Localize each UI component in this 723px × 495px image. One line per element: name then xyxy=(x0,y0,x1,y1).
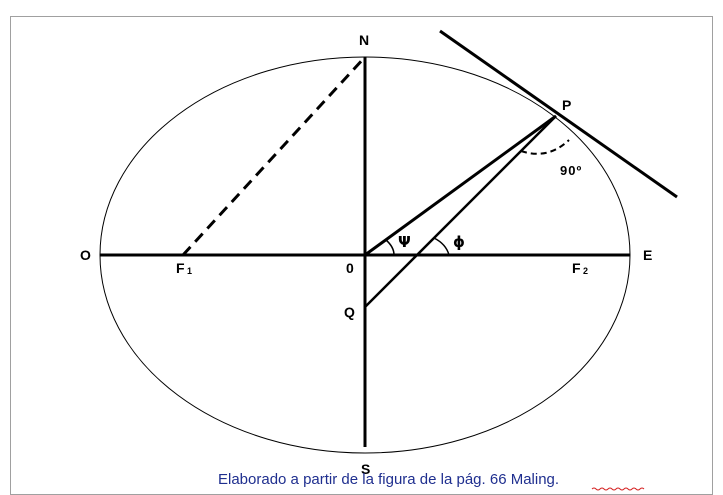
label-point-q: Q xyxy=(344,304,355,320)
label-focus-2: F xyxy=(572,260,581,276)
tangent-line xyxy=(439,29,678,199)
label-south: S xyxy=(361,461,370,477)
focal-distance-dashed xyxy=(181,55,367,257)
spellcheck-underline xyxy=(591,487,645,491)
phi-angle-arc xyxy=(433,237,450,256)
label-focus-2-sub: 2 xyxy=(583,266,588,276)
label-east: E xyxy=(643,247,652,263)
right-angle-arc xyxy=(520,139,570,155)
label-north: N xyxy=(359,32,369,48)
label-point-p: P xyxy=(562,97,571,113)
label-center: 0 xyxy=(346,260,354,276)
figure-caption: Elaborado a partir de la figura de la pá… xyxy=(218,471,559,488)
label-right-angle: 90º xyxy=(560,163,582,178)
label-phi: ϕ xyxy=(453,233,465,251)
label-focus-1-sub: 1 xyxy=(187,266,192,276)
geocentric-radius-line xyxy=(364,114,557,257)
normal-line xyxy=(364,115,557,308)
label-west: O xyxy=(80,247,91,263)
caption-prefix: Elaborado a partir de la figura de la pá… xyxy=(218,471,511,488)
label-psi: Ψ xyxy=(398,233,411,251)
psi-angle-arc xyxy=(385,239,395,256)
caption-author: Maling. xyxy=(511,471,559,488)
label-focus-1: F xyxy=(176,260,185,276)
